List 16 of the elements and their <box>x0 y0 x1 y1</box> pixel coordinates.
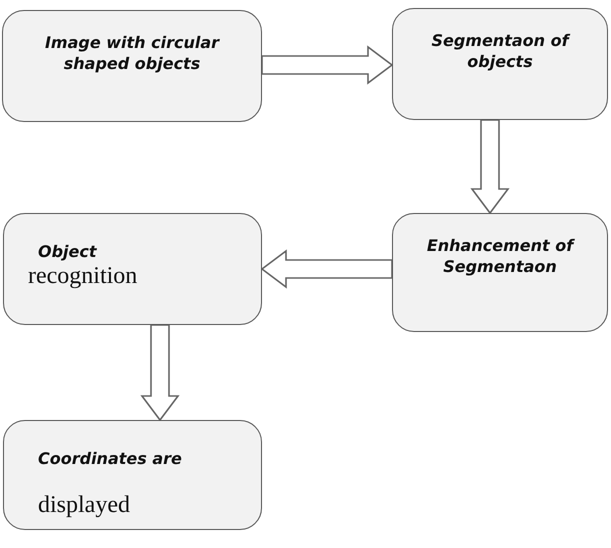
block-arrow <box>140 324 180 422</box>
box-text: Coordinates are <box>38 449 182 470</box>
block-arrow <box>261 45 394 85</box>
box-text: Object <box>38 242 97 263</box>
box-text: displayed <box>38 492 130 519</box>
rounded-box <box>3 420 262 530</box>
box-text: recognition <box>28 262 138 290</box>
block-arrow <box>260 249 393 289</box>
rounded-box <box>392 213 608 332</box>
box-text: Image with circular shaped objects <box>44 33 221 75</box>
rounded-box <box>3 213 262 325</box>
box-text: Enhancement of Segmentaon <box>426 236 576 278</box>
rounded-box <box>392 8 608 120</box>
rounded-box <box>2 10 262 122</box>
box-text: Segmentaon of objects <box>430 31 572 73</box>
block-arrow <box>470 119 510 214</box>
